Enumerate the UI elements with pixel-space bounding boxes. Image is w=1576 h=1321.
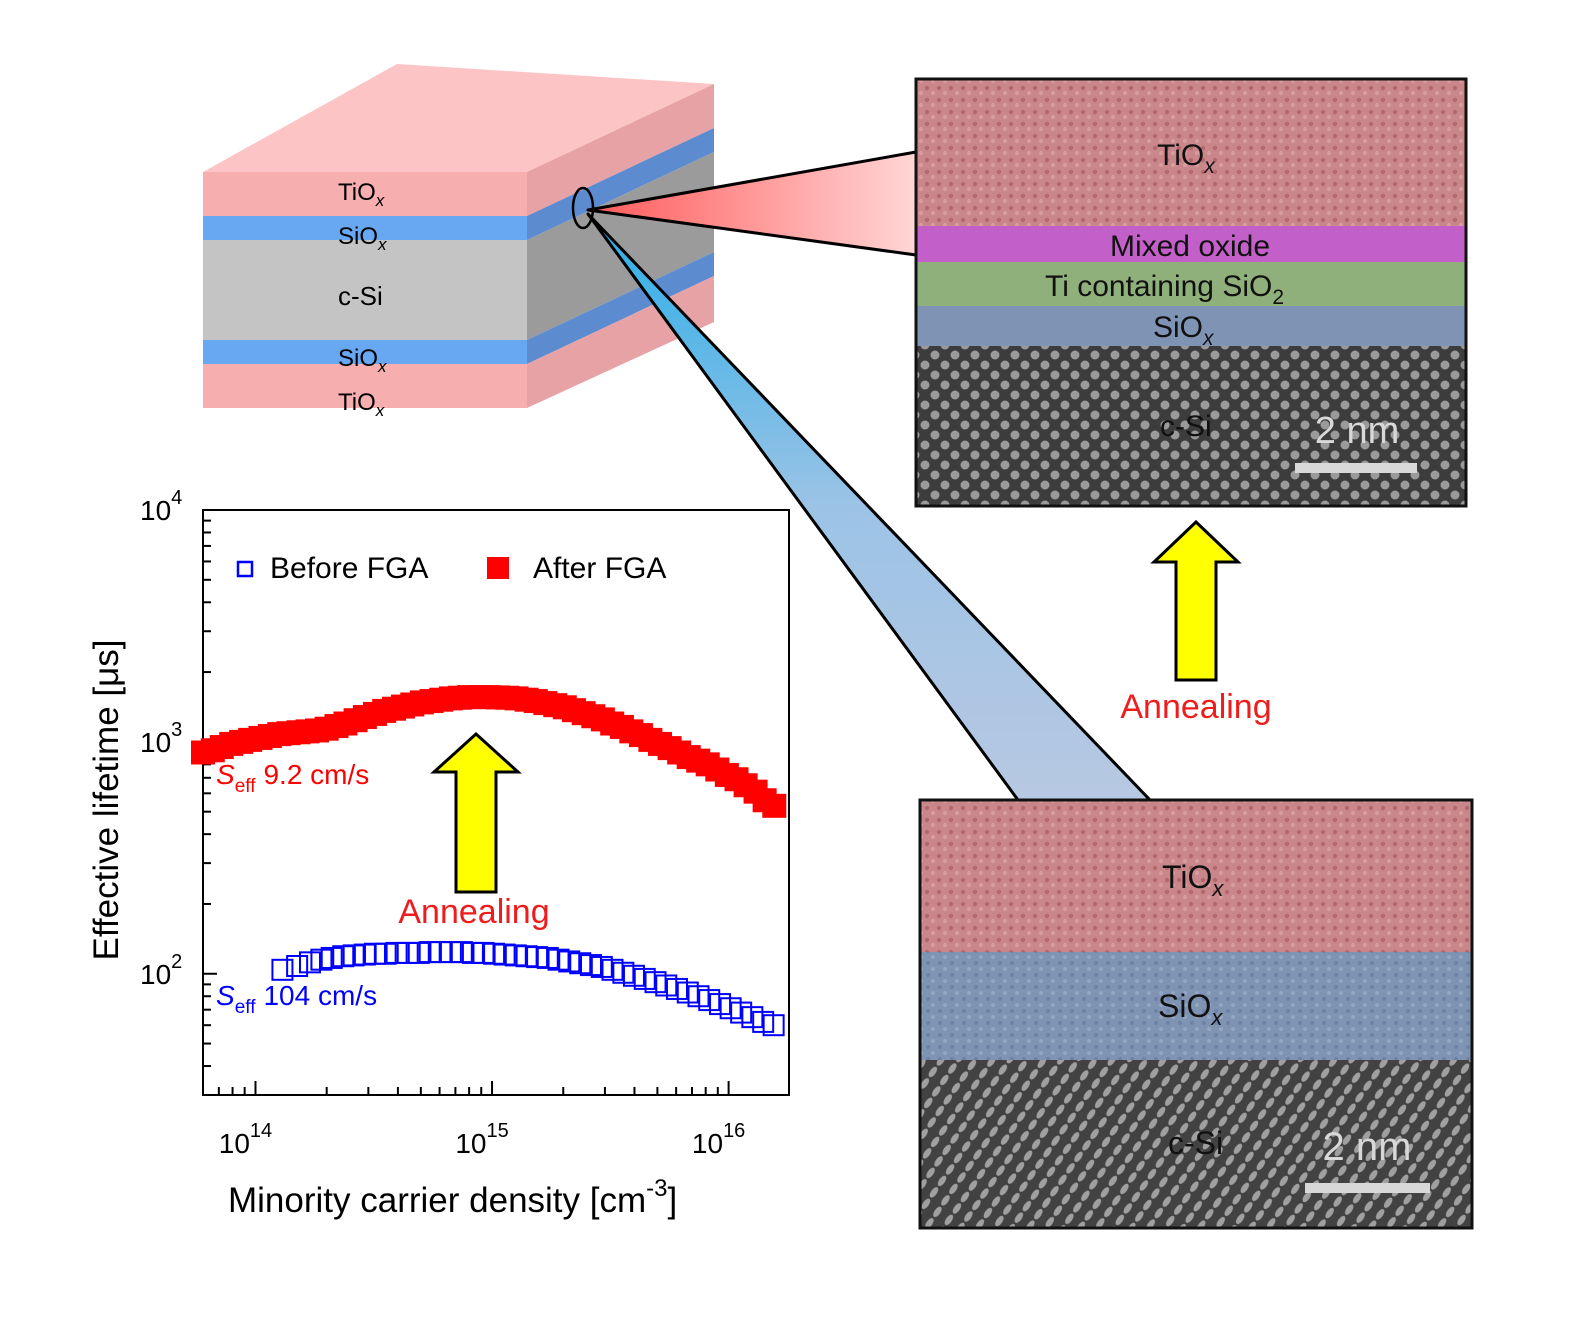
tem-after-label-csi: c-Si [1160, 410, 1212, 443]
layer-stack-diagram: TiOx SiOx c-Si SiOx TiOx [203, 64, 714, 420]
tem-after-label-tio: TiOx [1157, 139, 1216, 178]
front-sio-bot [203, 340, 527, 364]
tem-after-label-sio: SiOx [1153, 311, 1215, 350]
x-tick-label-1: 1015 [455, 1120, 508, 1159]
before-point-4 [320, 946, 343, 969]
tem-before-label-sio: SiOx [1158, 988, 1223, 1030]
y-tick-label-0: 102 [140, 951, 182, 990]
tem-after-label-mixed-oxide: Mixed oxide [1110, 230, 1270, 263]
front-tio-bot [203, 364, 527, 408]
tem-before-scale-bar-label: 2 nm [1323, 1125, 1412, 1169]
before-point-45 [762, 1014, 785, 1037]
annealing-label-chart: Annealing [398, 893, 549, 931]
x-tick-label-2: 1016 [692, 1120, 745, 1159]
tem-after-label-ti-sio2: Ti containing SiO2 [1045, 270, 1284, 309]
tem-before-label-csi: c-Si [1168, 1125, 1223, 1161]
tem-after-scale-bar [1295, 463, 1417, 473]
before-point-16 [450, 941, 473, 964]
before-point-11 [396, 941, 419, 964]
tem-image-before-annealing: TiOx SiOx c-Si 2 nm [918, 798, 1474, 1230]
y-axis-title: Effective lifetime [μs] [87, 639, 126, 960]
axis-ticks [202, 509, 730, 1096]
legend-label-before: Before FGA [270, 552, 428, 585]
stack-label-sio-bot: SiOx [338, 345, 387, 376]
plot-frame [202, 509, 790, 1096]
y-tick-label-1: 103 [140, 719, 182, 758]
axis-tick-labels: 1014 1015 1016 102 103 104 [140, 487, 745, 1159]
front-tio-top [203, 172, 527, 216]
x-tick-label-0: 1014 [219, 1120, 272, 1159]
before-point-10 [385, 941, 408, 964]
annealing-label-tem: Annealing [1120, 688, 1271, 726]
legend-marker-before [236, 560, 254, 578]
after-point-60 [762, 793, 787, 818]
legend-marker-after [487, 557, 509, 579]
series-before-fga [271, 941, 785, 1037]
legend-label-after: After FGA [533, 552, 666, 585]
before-point-26 [558, 950, 581, 973]
stack-label-tio-top: TiOx [338, 179, 385, 210]
before-point-0 [271, 958, 294, 981]
y-tick-label-2: 104 [140, 487, 182, 526]
front-sio-top [203, 216, 527, 240]
tem-before-scale-bar [1305, 1183, 1430, 1193]
stack-label-tio-bot: TiOx [338, 389, 385, 420]
tem-before-label-tio: TiOx [1162, 859, 1224, 901]
tem-after-scale-bar-label: 2 nm [1315, 410, 1399, 452]
stack-label-sio-top: SiOx [338, 223, 387, 254]
zoom-origin-ellipse [571, 186, 595, 230]
series-after-fga [191, 685, 787, 818]
before-point-42 [730, 1001, 753, 1024]
before-point-6 [342, 944, 365, 967]
stack-top-face [203, 64, 714, 172]
x-axis-title: Minority carrier density [cm-3] [228, 1175, 677, 1220]
annealing-arrow-tem: Annealing [1120, 519, 1272, 726]
before-point-2 [298, 951, 321, 974]
side-tio-top [527, 84, 714, 216]
arrow-up-yellow-icon [1150, 519, 1242, 682]
before-point-1 [286, 955, 309, 978]
stack-label-csi: c-Si [338, 281, 383, 311]
lifetime-chart: 1014 1015 1016 102 103 104 Before FGA After F… [87, 487, 790, 1220]
side-sio-bot [527, 252, 714, 364]
before-point-20 [493, 943, 516, 966]
tem-image-after-annealing: TiOx Mixed oxide Ti containing SiO2 SiOx… [914, 77, 1468, 508]
arrow-up-yellow-chart-icon [430, 731, 522, 894]
front-csi [203, 240, 527, 340]
